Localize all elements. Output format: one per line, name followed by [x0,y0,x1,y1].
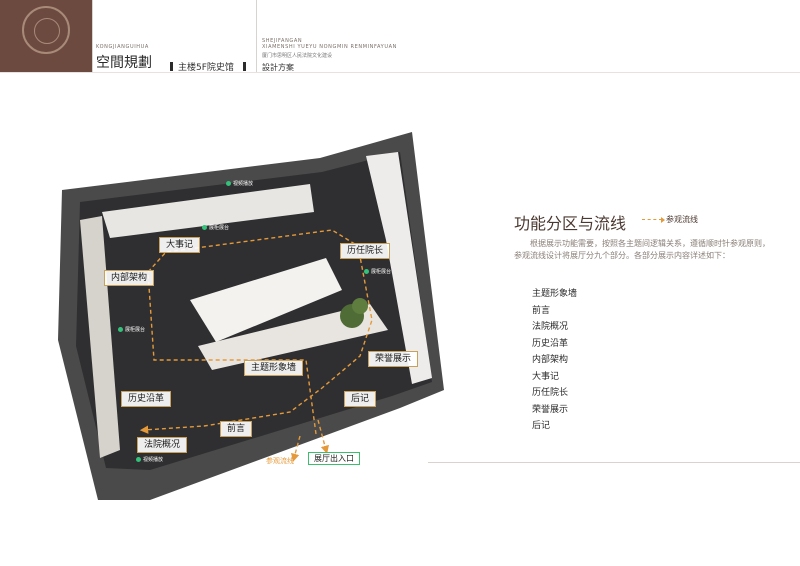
marker-label: 视频播放 [233,181,254,187]
logo-block [0,0,92,72]
marker-dot [202,225,207,230]
marker-dot [118,327,123,332]
marker-display: 展柜展台 [202,224,229,231]
court-seal-logo [22,6,70,54]
floor-plan [40,120,480,500]
zone-tag-zhutixingxiangqiang: 主题形象墙 [244,360,304,376]
flow-legend: 参观流线 [642,214,698,225]
marker-dot [136,457,141,462]
zone-list-item: 内部架构 [532,355,569,365]
zone-list-item: 后记 [532,421,551,431]
zone-tag-neibujiagou: 内部架构 [104,270,155,286]
flow-arrow-icon [642,217,665,223]
org-name: 厦门市思明区人民法院文化建设 [262,53,333,59]
exit-label: 展厅出入口 [308,452,360,465]
header-divider [92,0,93,72]
marker-video: 视频播放 [226,180,253,187]
zone-tag-lirenyuanzhang: 历任院长 [340,243,391,259]
zone-tag-dashiji: 大事记 [159,237,201,253]
page-subtitle: 主楼5F院史馆 [178,63,234,73]
flow-label: 参观流线 [266,457,294,465]
legend-label: 参观流线 [666,215,698,224]
zone-list-item: 历史沿革 [532,338,569,349]
header-divider [256,0,257,72]
zone-tag-houji: 后记 [344,391,377,407]
floor-plan-render [58,132,444,500]
marker-display: 展柜展台 [118,326,145,333]
design-label: 設計方案 [262,63,294,72]
zone-list-item: 主题形象墙 [532,289,578,299]
zone-tag-fayuangaikuang: 法院概况 [137,437,188,453]
marker-label: 视频播放 [143,457,164,463]
header-rule [0,72,800,73]
section-title: 功能分区与流线 [514,214,627,233]
marker-label: 展柜展台 [371,269,392,275]
zone-list-item: 法院概况 [532,322,569,332]
marker-display: 展柜展台 [364,268,391,275]
pinyin-label: KONGJIANGUIHUA [96,44,149,50]
title-bar [170,62,173,71]
footer-rule [428,462,800,463]
marker-dot [364,269,369,274]
marker-video: 视频播放 [136,456,163,463]
zone-tag-qianyan: 前言 [220,421,253,437]
org-en-2: XIAMENSHI YUEYU NONGMIN RENMINFAYUAN [262,44,397,50]
page-title: 空間規劃 [96,55,152,71]
org-en-1: SHEJIFANGAN [262,38,303,44]
section-description: 根据展示功能需要，按照各主题间逻辑关系，遵循顺时针参观原则，参观流线设计将展厅分… [514,239,770,260]
title-bar [243,62,246,71]
zone-list-item: 荣誉展示 [532,404,569,415]
zone-list-item: 前言 [532,305,551,316]
marker-label: 展柜展台 [209,225,230,231]
marker-label: 展柜展台 [125,327,146,333]
zone-list: 主题形象墙 前言 法院概况 历史沿革 内部架构 大事记 历任院长 荣誉展示 后记 [532,286,577,435]
zone-tag-rongyuzhanshi: 荣誉展示 [368,351,419,367]
zone-list-item: 大事记 [532,371,560,382]
marker-dot [226,181,231,186]
zone-tag-lishiyange: 历史沿革 [121,391,172,407]
zone-list-item: 历任院长 [532,388,569,398]
